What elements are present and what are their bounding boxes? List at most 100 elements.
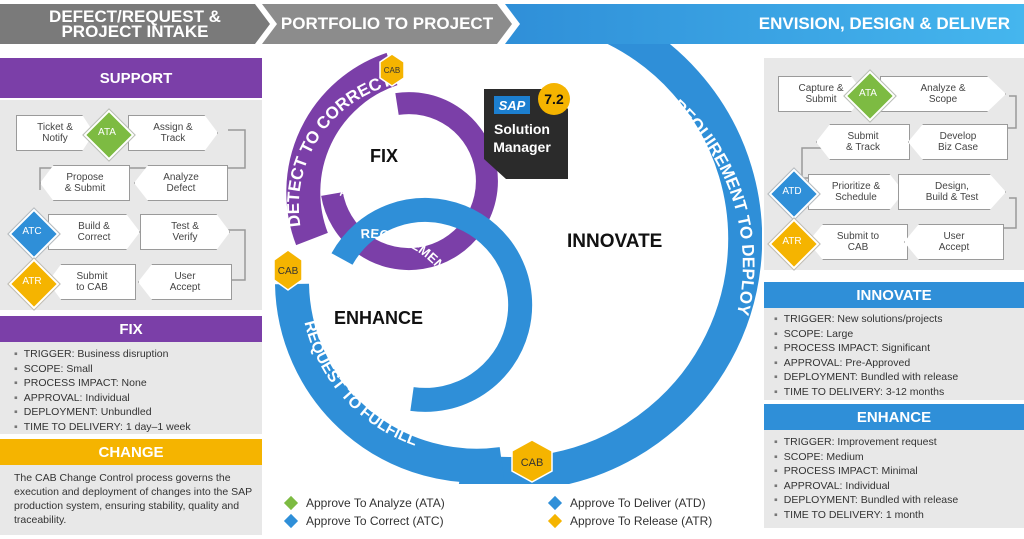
fix-item: TRIGGER: Business disruption bbox=[14, 347, 191, 362]
stage-portfolio-to-project: PORTFOLIO TO PROJECT bbox=[262, 4, 512, 44]
atr-badge-label-right: ATR bbox=[782, 236, 802, 247]
innovate-title: INNOVATE bbox=[856, 286, 932, 304]
flow-label: Prioritize & Schedule bbox=[831, 181, 881, 203]
lifecycle-diagram: DETECT TO CORRECT REQUIREMENT TO DEPLOY … bbox=[262, 44, 762, 484]
flow-label: Analyze Defect bbox=[163, 172, 199, 194]
flow-prioritize-schedule: Prioritize & Schedule bbox=[808, 174, 904, 210]
flow-label: Design, Build & Test bbox=[925, 181, 979, 203]
flow-label: Assign & Track bbox=[153, 122, 193, 144]
stage-label: ENVISION, DESIGN & DELIVER bbox=[758, 14, 1010, 33]
enhance-title: ENHANCE bbox=[856, 408, 932, 426]
stage-label: DEFECT/REQUEST & PROJECT INTAKE bbox=[49, 7, 221, 41]
innovate-item: SCOPE: Large bbox=[774, 327, 958, 342]
detect-to-correct-arc bbox=[286, 52, 398, 246]
ata-badge-label: ATA bbox=[98, 127, 116, 138]
legend-label: Approve To Analyze (ATA) bbox=[306, 496, 445, 510]
flow-user-accept-right: User Accept bbox=[904, 224, 1004, 260]
change-text: The CAB Change Control process governs t… bbox=[14, 472, 252, 526]
cab-badge-bottom: CAB bbox=[511, 439, 553, 483]
fix-title: FIX bbox=[119, 320, 143, 338]
support-bar: SUPPORT bbox=[0, 58, 262, 98]
flow-user-accept: User Accept bbox=[138, 264, 232, 300]
atc-legend-icon bbox=[283, 513, 299, 529]
fix-center-label: FIX bbox=[370, 146, 398, 166]
enhance-item: DEPLOYMENT: Bundled with release bbox=[774, 493, 959, 508]
change-panel bbox=[0, 465, 262, 535]
flow-label: Submit to CAB bbox=[836, 231, 880, 253]
cab-badge-left: CAB bbox=[273, 249, 303, 291]
enhance-inner-ring bbox=[331, 197, 533, 412]
enhance-bar: ENHANCE bbox=[764, 404, 1024, 430]
innovate-item: TRIGGER: New solutions/projects bbox=[774, 312, 958, 327]
flow-build-correct: Build & Correct bbox=[48, 214, 140, 250]
enhance-item: PROCESS IMPACT: Minimal bbox=[774, 464, 958, 479]
innovate-item: TIME TO DELIVERY: 3-12 months bbox=[774, 385, 958, 400]
legend-ata: Approve To Analyze (ATA) bbox=[283, 495, 445, 511]
flow-develop-biz-case: Develop Biz Case bbox=[908, 124, 1008, 160]
enhance-center-label: ENHANCE bbox=[334, 308, 423, 328]
atc-badge-label: ATC bbox=[22, 226, 42, 237]
flow-design-build-test: Design, Build & Test bbox=[898, 174, 1006, 210]
enhance-item: SCOPE: Medium bbox=[774, 450, 958, 465]
innovate-center-label: INNOVATE bbox=[567, 231, 662, 252]
enhance-list: TRIGGER: Improvement request SCOPE: Medi… bbox=[774, 435, 959, 522]
support-title: SUPPORT bbox=[99, 69, 173, 87]
fix-list: TRIGGER: Business disruption SCOPE: Smal… bbox=[14, 347, 191, 434]
fix-item: TIME TO DELIVERY: 1 day–1 week bbox=[14, 420, 191, 435]
fix-bar: FIX bbox=[0, 316, 262, 342]
svg-text:Solution: Solution bbox=[494, 121, 550, 137]
support-flow-connectors bbox=[39, 129, 246, 281]
flow-analyze-defect: Analyze Defect bbox=[134, 165, 228, 201]
sap-solution-manager-logo: SAP 7.2 Solution Manager bbox=[484, 83, 570, 179]
flow-submit-cab: Submit to CAB bbox=[48, 264, 136, 300]
change-bar: CHANGE bbox=[0, 439, 262, 465]
flow-label: Propose & Submit bbox=[64, 172, 106, 194]
legend-label: Approve To Correct (ATC) bbox=[306, 514, 444, 528]
fix-item: SCOPE: Small bbox=[14, 362, 191, 377]
flow-submit-cab-right: Submit to CAB bbox=[808, 224, 908, 260]
flow-label: Ticket & Notify bbox=[37, 122, 73, 144]
flow-assign-track: Assign & Track bbox=[128, 115, 218, 151]
flow-label: User Accept bbox=[938, 231, 970, 253]
fix-item: PROCESS IMPACT: None bbox=[14, 376, 191, 391]
flow-test-verify: Test & Verify bbox=[140, 214, 230, 250]
innovate-item: DEPLOYMENT: Bundled with release bbox=[774, 370, 959, 385]
ata-legend-icon bbox=[283, 495, 299, 511]
svg-text:Manager: Manager bbox=[493, 139, 551, 155]
flow-label: User Accept bbox=[169, 271, 201, 293]
change-title: CHANGE bbox=[98, 443, 164, 461]
svg-text:CAB: CAB bbox=[278, 266, 299, 277]
atr-badge-label: ATR bbox=[22, 276, 42, 287]
svg-text:CAB: CAB bbox=[521, 457, 544, 469]
flow-label: Submit to CAB bbox=[76, 271, 108, 293]
flow-ticket-notify: Ticket & Notify bbox=[16, 115, 94, 151]
atr-legend-icon bbox=[547, 513, 563, 529]
flow-label: Capture & Submit bbox=[798, 83, 844, 105]
atd-legend-icon bbox=[547, 495, 563, 511]
innovate-list: TRIGGER: New solutions/projects SCOPE: L… bbox=[774, 312, 959, 400]
legend-label: Approve To Deliver (ATD) bbox=[570, 496, 706, 510]
stage-label: PORTFOLIO TO PROJECT bbox=[280, 14, 494, 33]
legend-atc: Approve To Correct (ATC) bbox=[283, 513, 444, 529]
fix-item: APPROVAL: Individual bbox=[14, 391, 191, 406]
flow-submit-track: Submit & Track bbox=[816, 124, 910, 160]
flow-propose-submit: Propose & Submit bbox=[40, 165, 130, 201]
svg-text:CAB: CAB bbox=[384, 66, 400, 75]
ata-badge-label-right: ATA bbox=[859, 88, 877, 99]
flow-label: Test & Verify bbox=[171, 221, 199, 243]
enhance-item: TRIGGER: Improvement request bbox=[774, 435, 958, 450]
innovate-item: PROCESS IMPACT: Significant bbox=[774, 341, 958, 356]
flow-label: Analyze & Scope bbox=[920, 83, 966, 105]
flow-label: Submit & Track bbox=[846, 131, 880, 153]
stage-defect-request-intake: DEFECT/REQUEST & PROJECT INTAKE bbox=[0, 4, 270, 44]
flow-label: Build & Correct bbox=[77, 221, 111, 243]
svg-text:7.2: 7.2 bbox=[544, 91, 564, 107]
svg-text:SAP: SAP bbox=[499, 98, 526, 113]
legend-atr: Approve To Release (ATR) bbox=[547, 513, 712, 529]
atd-badge-label: ATD bbox=[782, 186, 802, 197]
flow-label: Develop Biz Case bbox=[937, 131, 978, 153]
enhance-item: APPROVAL: Individual bbox=[774, 479, 958, 494]
innovate-bar: INNOVATE bbox=[764, 282, 1024, 308]
request-to-fulfill-arc bbox=[275, 283, 505, 483]
legend-atd: Approve To Deliver (ATD) bbox=[547, 495, 706, 511]
